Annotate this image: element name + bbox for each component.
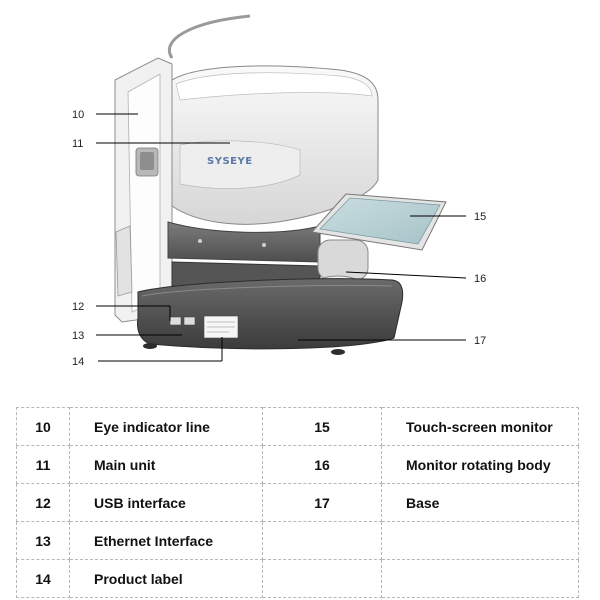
legend-number: [262, 521, 382, 560]
callout-13: 13: [72, 330, 84, 342]
cable: [168, 14, 251, 59]
legend-description: USB interface: [69, 483, 263, 522]
callout-15: 15: [474, 211, 486, 223]
parts-legend-table: 10 Eye indicator line 15 Touch-screen mo…: [16, 407, 579, 598]
legend-number: [262, 559, 382, 598]
main-unit: SYSEYE: [171, 65, 379, 225]
legend-description: [381, 559, 579, 598]
legend-row: 13 Ethernet Interface: [16, 521, 579, 560]
callout-17: 17: [474, 335, 486, 347]
legend-description: Base: [381, 483, 579, 522]
device-illustration: SYSEYE 10: [72, 14, 486, 368]
legend-number: 14: [16, 559, 70, 598]
legend-row: 14 Product label: [16, 559, 579, 598]
legend-description: Touch-screen monitor: [381, 407, 579, 446]
callout-14: 14: [72, 356, 84, 368]
callout-10: 10: [72, 109, 84, 121]
brand-logo: SYSEYE: [207, 156, 253, 167]
legend-description: Ethernet Interface: [69, 521, 263, 560]
callout-16: 16: [474, 273, 486, 285]
legend-description: Product label: [69, 559, 263, 598]
legend-number: 12: [16, 483, 70, 522]
legend-description: Main unit: [69, 445, 263, 484]
leader-lines: [96, 113, 467, 362]
legend-row: 12 USB interface 17 Base: [16, 483, 579, 522]
legend-number: 10: [16, 407, 70, 446]
legend-row: 10 Eye indicator line 15 Touch-screen mo…: [16, 407, 579, 446]
callout-11: 11: [72, 138, 83, 150]
legend-number: 11: [16, 445, 70, 484]
base: [137, 278, 404, 355]
legend-description: [381, 521, 579, 560]
touch-screen-monitor: [311, 193, 447, 251]
legend-row: 11 Main unit 16 Monitor rotating body: [16, 445, 579, 484]
legend-number: 16: [262, 445, 382, 484]
legend-description: Eye indicator line: [69, 407, 263, 446]
callout-12: 12: [72, 301, 84, 313]
legend-number: 13: [16, 521, 70, 560]
chin-rest-frame: [114, 57, 173, 323]
legend-description: Monitor rotating body: [381, 445, 579, 484]
legend-number: 15: [262, 407, 382, 446]
legend-number: 17: [262, 483, 382, 522]
